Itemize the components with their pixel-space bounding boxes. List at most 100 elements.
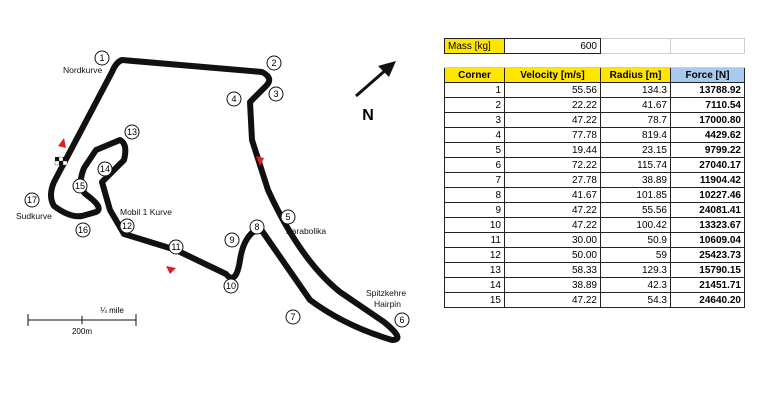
mass-row: Mass [kg] 600 — [444, 38, 745, 54]
cell-velocity: 19.44 — [504, 142, 601, 158]
direction-marker — [256, 156, 264, 166]
cell-corner: 12 — [444, 247, 505, 263]
direction-marker — [58, 138, 66, 148]
cell-corner: 10 — [444, 217, 505, 233]
cell-corner: 1 — [444, 82, 505, 98]
cell-velocity: 47.22 — [504, 112, 601, 128]
cell-corner: 11 — [444, 232, 505, 248]
cell-radius: 100.42 — [600, 217, 671, 233]
cell-velocity: 72.22 — [504, 157, 601, 173]
scale-bar — [27, 314, 137, 326]
corner-marker: 12 — [119, 218, 135, 234]
cell-velocity: 38.89 — [504, 277, 601, 293]
svg-text:17: 17 — [27, 195, 37, 205]
mass-value: 600 — [504, 38, 601, 54]
cell-corner: 7 — [444, 172, 505, 188]
cell-velocity: 55.56 — [504, 82, 601, 98]
corner-force-table: Mass [kg] 600 Corner Velocity [m/s] Radi… — [444, 38, 745, 308]
svg-text:15: 15 — [75, 181, 85, 191]
svg-text:16: 16 — [78, 225, 88, 235]
cell-corner: 8 — [444, 187, 505, 203]
cell-corner: 2 — [444, 97, 505, 113]
svg-text:9: 9 — [229, 235, 234, 245]
cell-radius: 59 — [600, 247, 671, 263]
cell-radius: 129.3 — [600, 262, 671, 278]
svg-text:7: 7 — [290, 312, 295, 322]
svg-text:14: 14 — [100, 164, 110, 174]
cell-force: 13788.92 — [670, 82, 745, 98]
cell-radius: 41.67 — [600, 97, 671, 113]
cell-force: 4429.62 — [670, 127, 745, 143]
svg-text:4: 4 — [231, 94, 236, 104]
corner-marker: 13 — [124, 124, 140, 140]
corner-marker: 5 — [280, 209, 296, 225]
label-sudkurve: Sudkurve — [16, 211, 52, 221]
cell-force: 15790.15 — [670, 262, 745, 278]
corner-marker: 7 — [285, 309, 301, 325]
label-nordkurve: Nordkurve — [63, 65, 102, 75]
cell-radius: 54.3 — [600, 292, 671, 308]
cell-velocity: 77.78 — [504, 127, 601, 143]
header-radius: Radius [m] — [600, 67, 671, 83]
cell-force: 24081.41 — [670, 202, 745, 218]
cell-radius: 101.85 — [600, 187, 671, 203]
corner-marker: 15 — [72, 178, 88, 194]
north-arrow-icon — [355, 61, 396, 98]
corner-marker: 6 — [394, 312, 410, 328]
svg-text:2: 2 — [271, 58, 276, 68]
cell-force: 21451.71 — [670, 277, 745, 293]
corner-marker: 1 — [94, 50, 110, 66]
direction-marker — [166, 266, 176, 274]
cell-corner: 6 — [444, 157, 505, 173]
svg-text:6: 6 — [399, 315, 404, 325]
svg-text:12: 12 — [122, 221, 132, 231]
corner-marker: 14 — [97, 161, 113, 177]
cell-velocity: 41.67 — [504, 187, 601, 203]
cell-force: 10609.04 — [670, 232, 745, 248]
cell-radius: 42.3 — [600, 277, 671, 293]
start-finish-flag — [54, 156, 68, 166]
cell-corner: 3 — [444, 112, 505, 128]
cell-corner: 15 — [444, 292, 505, 308]
header-corner: Corner — [444, 67, 505, 83]
cell-velocity: 58.33 — [504, 262, 601, 278]
svg-text:13: 13 — [127, 127, 137, 137]
label-parabolika: Parabolika — [286, 226, 326, 236]
corner-marker: 11 — [168, 239, 184, 255]
label-hairpin: Hairpin — [374, 299, 401, 309]
svg-text:3: 3 — [273, 89, 278, 99]
corner-marker: 4 — [226, 91, 242, 107]
corner-marker: 16 — [75, 222, 91, 238]
track-map: 1 2 3 4 5 6 7 8 9 10 11 12 13 14 15 16 1… — [16, 50, 410, 343]
corner-marker: 10 — [223, 278, 239, 294]
cell-radius: 55.56 — [600, 202, 671, 218]
cell-radius: 819.4 — [600, 127, 671, 143]
cell-force: 13323.67 — [670, 217, 745, 233]
race-track — [48, 57, 401, 343]
cell-corner: 13 — [444, 262, 505, 278]
cell-corner: 9 — [444, 202, 505, 218]
cell-force: 24640.20 — [670, 292, 745, 308]
cell-radius: 38.89 — [600, 172, 671, 188]
cell-radius: 50.9 — [600, 232, 671, 248]
cell-force: 10227.46 — [670, 187, 745, 203]
label-spitzkehre: Spitzkehre — [366, 288, 406, 298]
cell-velocity: 50.00 — [504, 247, 601, 263]
svg-text:1: 1 — [99, 53, 104, 63]
cell-force: 7110.54 — [670, 97, 745, 113]
header-velocity: Velocity [m/s] — [504, 67, 601, 83]
cell-force: 17000.80 — [670, 112, 745, 128]
svg-text:11: 11 — [171, 242, 180, 252]
corner-markers: 1 2 3 4 5 6 7 8 9 10 11 12 13 14 15 16 1… — [24, 50, 410, 328]
scale-meter-label: 200m — [72, 327, 92, 336]
